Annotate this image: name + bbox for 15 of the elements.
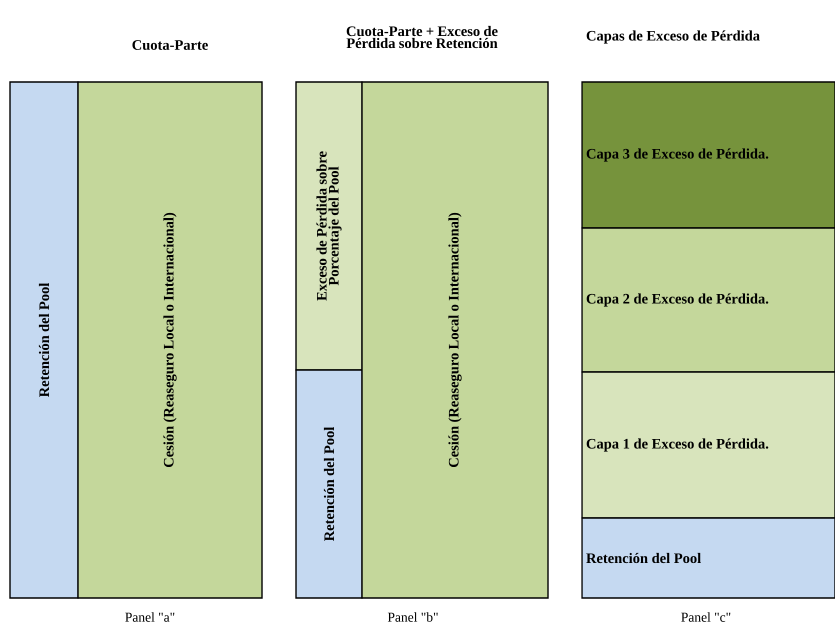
panel-heading: Capas de Exceso de Pérdida [586,30,760,44]
box: Capa 3 de Exceso de Pérdida. [581,81,835,229]
box: Retención del Pool [581,517,835,599]
panel-heading: Cuota-Parte [132,40,208,50]
panel-caption: Panel "c" [681,612,730,622]
panel-heading: Cuota-Parte + Exceso de Pérdida sobre Retención [346,26,498,48]
box: Exceso de Pérdida sobre Porcentaje del Pool [295,81,363,371]
panel-caption: Panel "b" [388,612,438,622]
box: Cesión (Reaseguro Local o Internacional) [361,81,549,599]
box: Retención del Pool [9,81,79,599]
box: Capa 2 de Exceso de Pérdida. [581,227,835,373]
box: Cesión (Reaseguro Local o Internacional) [77,81,263,599]
box: Capa 1 de Exceso de Pérdida. [581,371,835,519]
box: Retención del Pool [295,369,363,599]
panel-caption: Panel "a" [125,612,174,622]
